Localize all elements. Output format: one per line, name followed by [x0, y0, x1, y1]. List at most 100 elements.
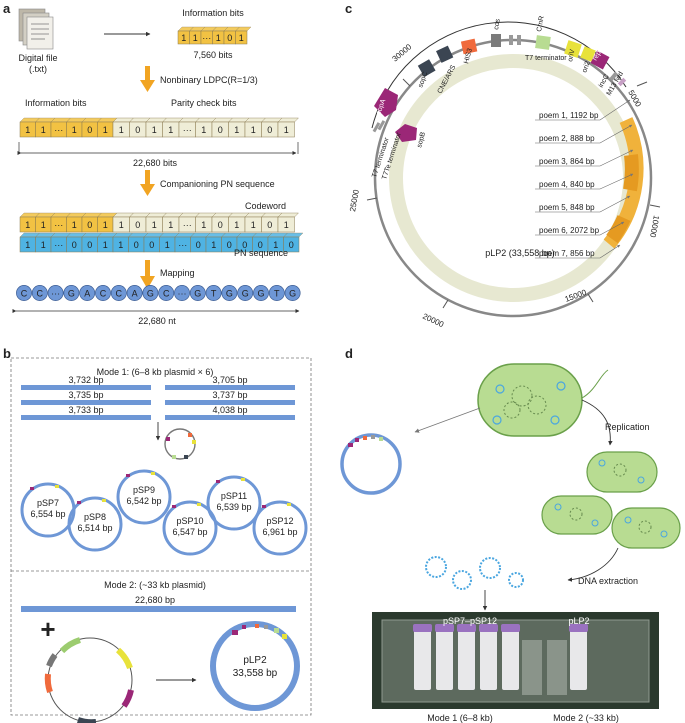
panel-c-label: c — [345, 1, 352, 16]
pn-step-label: Companioning PN sequence — [160, 179, 275, 189]
bit-cell: 0 — [236, 232, 257, 253]
t7-term-block — [517, 35, 521, 45]
bit-cell: 0 — [129, 117, 151, 138]
nucleotide-letter: C — [163, 289, 170, 299]
total-nt: 22,680 nt — [138, 316, 176, 326]
feature-label: oriV — [567, 48, 577, 62]
panel-d: d Replication — [340, 346, 681, 723]
nucleotide-letter: A — [132, 289, 138, 299]
bit-cell: 0 — [261, 117, 283, 138]
bit-value: 1 — [284, 220, 289, 230]
bit-cell: 1 — [97, 212, 118, 233]
bit-value: 1 — [216, 33, 221, 43]
nucleotide: A — [79, 285, 96, 301]
fragment-bar — [165, 400, 295, 405]
plasmid-size: 6,961 bp — [262, 527, 297, 537]
nucleotide: A — [126, 285, 143, 301]
bit-value: 0 — [227, 33, 232, 43]
nucleotide-letter: G — [68, 289, 75, 299]
file-ext: (.txt) — [29, 64, 47, 74]
feature-label: T7 terminator — [525, 55, 567, 62]
cmr-block — [535, 35, 551, 50]
bit-value: ··· — [54, 220, 63, 230]
bit-cell: 0 — [128, 232, 149, 253]
panel-b-label: b — [3, 346, 11, 361]
nucleotide-letter: T — [211, 289, 217, 299]
bit-cell: 0 — [223, 26, 240, 45]
nucleotide: G — [63, 285, 80, 301]
bit-value: 1 — [165, 240, 170, 250]
plasmid-name: pSP8 — [84, 512, 106, 522]
incC-block — [609, 71, 619, 82]
file-icon — [18, 8, 54, 50]
bit-value: 0 — [87, 240, 92, 250]
bit-cell: 1 — [35, 232, 56, 253]
cell-to-plasmid-arrow — [414, 407, 481, 433]
plasmid-name: pSP12 — [266, 516, 293, 526]
mode2-fragment-size: 22,680 bp — [135, 595, 175, 605]
bit-value: ··· — [54, 125, 63, 135]
bit-value: 1 — [201, 125, 206, 135]
plasmid-size: 6,514 bp — [77, 523, 112, 533]
info-bits-count: 7,560 bits — [193, 50, 233, 60]
bit-value: ··· — [183, 220, 192, 230]
parity-bits-label: Parity check bits — [171, 98, 237, 108]
repE-block — [590, 50, 610, 70]
fragment-size: 3,733 bp — [68, 405, 103, 415]
mapping-arrow — [140, 260, 155, 289]
bit-value: 1 — [103, 125, 108, 135]
bit-value: 1 — [284, 125, 289, 135]
bit-cell: 1 — [228, 117, 250, 138]
t7-term-left-block — [377, 120, 386, 131]
feature-label: sopC — [417, 71, 429, 89]
bit-value: 1 — [25, 240, 30, 250]
bit-cell: 1 — [277, 212, 299, 233]
ldpc-step-label: Nonbinary LDPC(R=1/3) — [160, 75, 258, 85]
sopB-block — [395, 124, 417, 142]
bit-cell: ··· — [50, 117, 71, 138]
fragment-size: 3,735 bp — [68, 390, 103, 400]
bit-value: 1 — [168, 125, 173, 135]
fragment-bar — [165, 385, 295, 390]
bit-value: 1 — [152, 125, 157, 135]
nucleotide: C — [16, 285, 32, 301]
plasmid-pSP12 — [252, 500, 308, 556]
plasmid-size: 6,554 bp — [30, 509, 65, 519]
panel-a: a Digital file (.txt) Information bits 1… — [3, 1, 304, 326]
pn-sequence-label: PN sequence — [234, 248, 288, 258]
bit-cell: 1 — [159, 232, 180, 253]
mode1-fragments: 3,732 bp 3,735 bp 3,733 bp 3,705 bp 3,73… — [21, 375, 295, 420]
poem-labels: poem 1, 1192 bp poem 2, 888 bp poem 3, 8… — [535, 99, 634, 259]
nucleotide: T — [205, 285, 222, 301]
nucleotide: T — [268, 285, 285, 301]
nucleotide: G — [284, 285, 301, 301]
bit-cell: 1 — [97, 117, 118, 138]
oriv-block — [564, 40, 582, 58]
ori2-block — [580, 46, 596, 62]
panel-a-label: a — [3, 1, 11, 16]
mode2-caption: Mode 2 (~33 kb) — [553, 713, 619, 723]
bit-value: 1 — [193, 33, 198, 43]
nucleotide-letter: G — [257, 289, 264, 299]
ldpc-arrow — [140, 66, 155, 92]
bit-cell: 1 — [66, 212, 87, 233]
bit-value: 0 — [218, 125, 223, 135]
panel-b: b Mode 1: (6–8 kb plasmid × 6) 3,732 bp … — [3, 346, 312, 723]
bit-value: 0 — [267, 125, 272, 135]
bit-cell: 1 — [162, 117, 184, 138]
poem-label: poem 2, 888 bp — [539, 134, 595, 143]
plasmid-name: pSP11 — [221, 491, 247, 501]
bit-value: 0 — [196, 240, 201, 250]
extracted-dna — [425, 556, 524, 590]
bit-value: 0 — [87, 125, 92, 135]
mapping-step-label: Mapping — [160, 268, 195, 278]
bit-value: ··· — [183, 125, 192, 135]
nucleotide-letter: ··· — [178, 289, 187, 299]
bit-cell: 0 — [211, 117, 233, 138]
bit-value: 1 — [25, 220, 30, 230]
bit-value: 1 — [119, 125, 124, 135]
plasmid-pSP8 — [67, 496, 123, 552]
bit-value: 1 — [181, 33, 186, 43]
